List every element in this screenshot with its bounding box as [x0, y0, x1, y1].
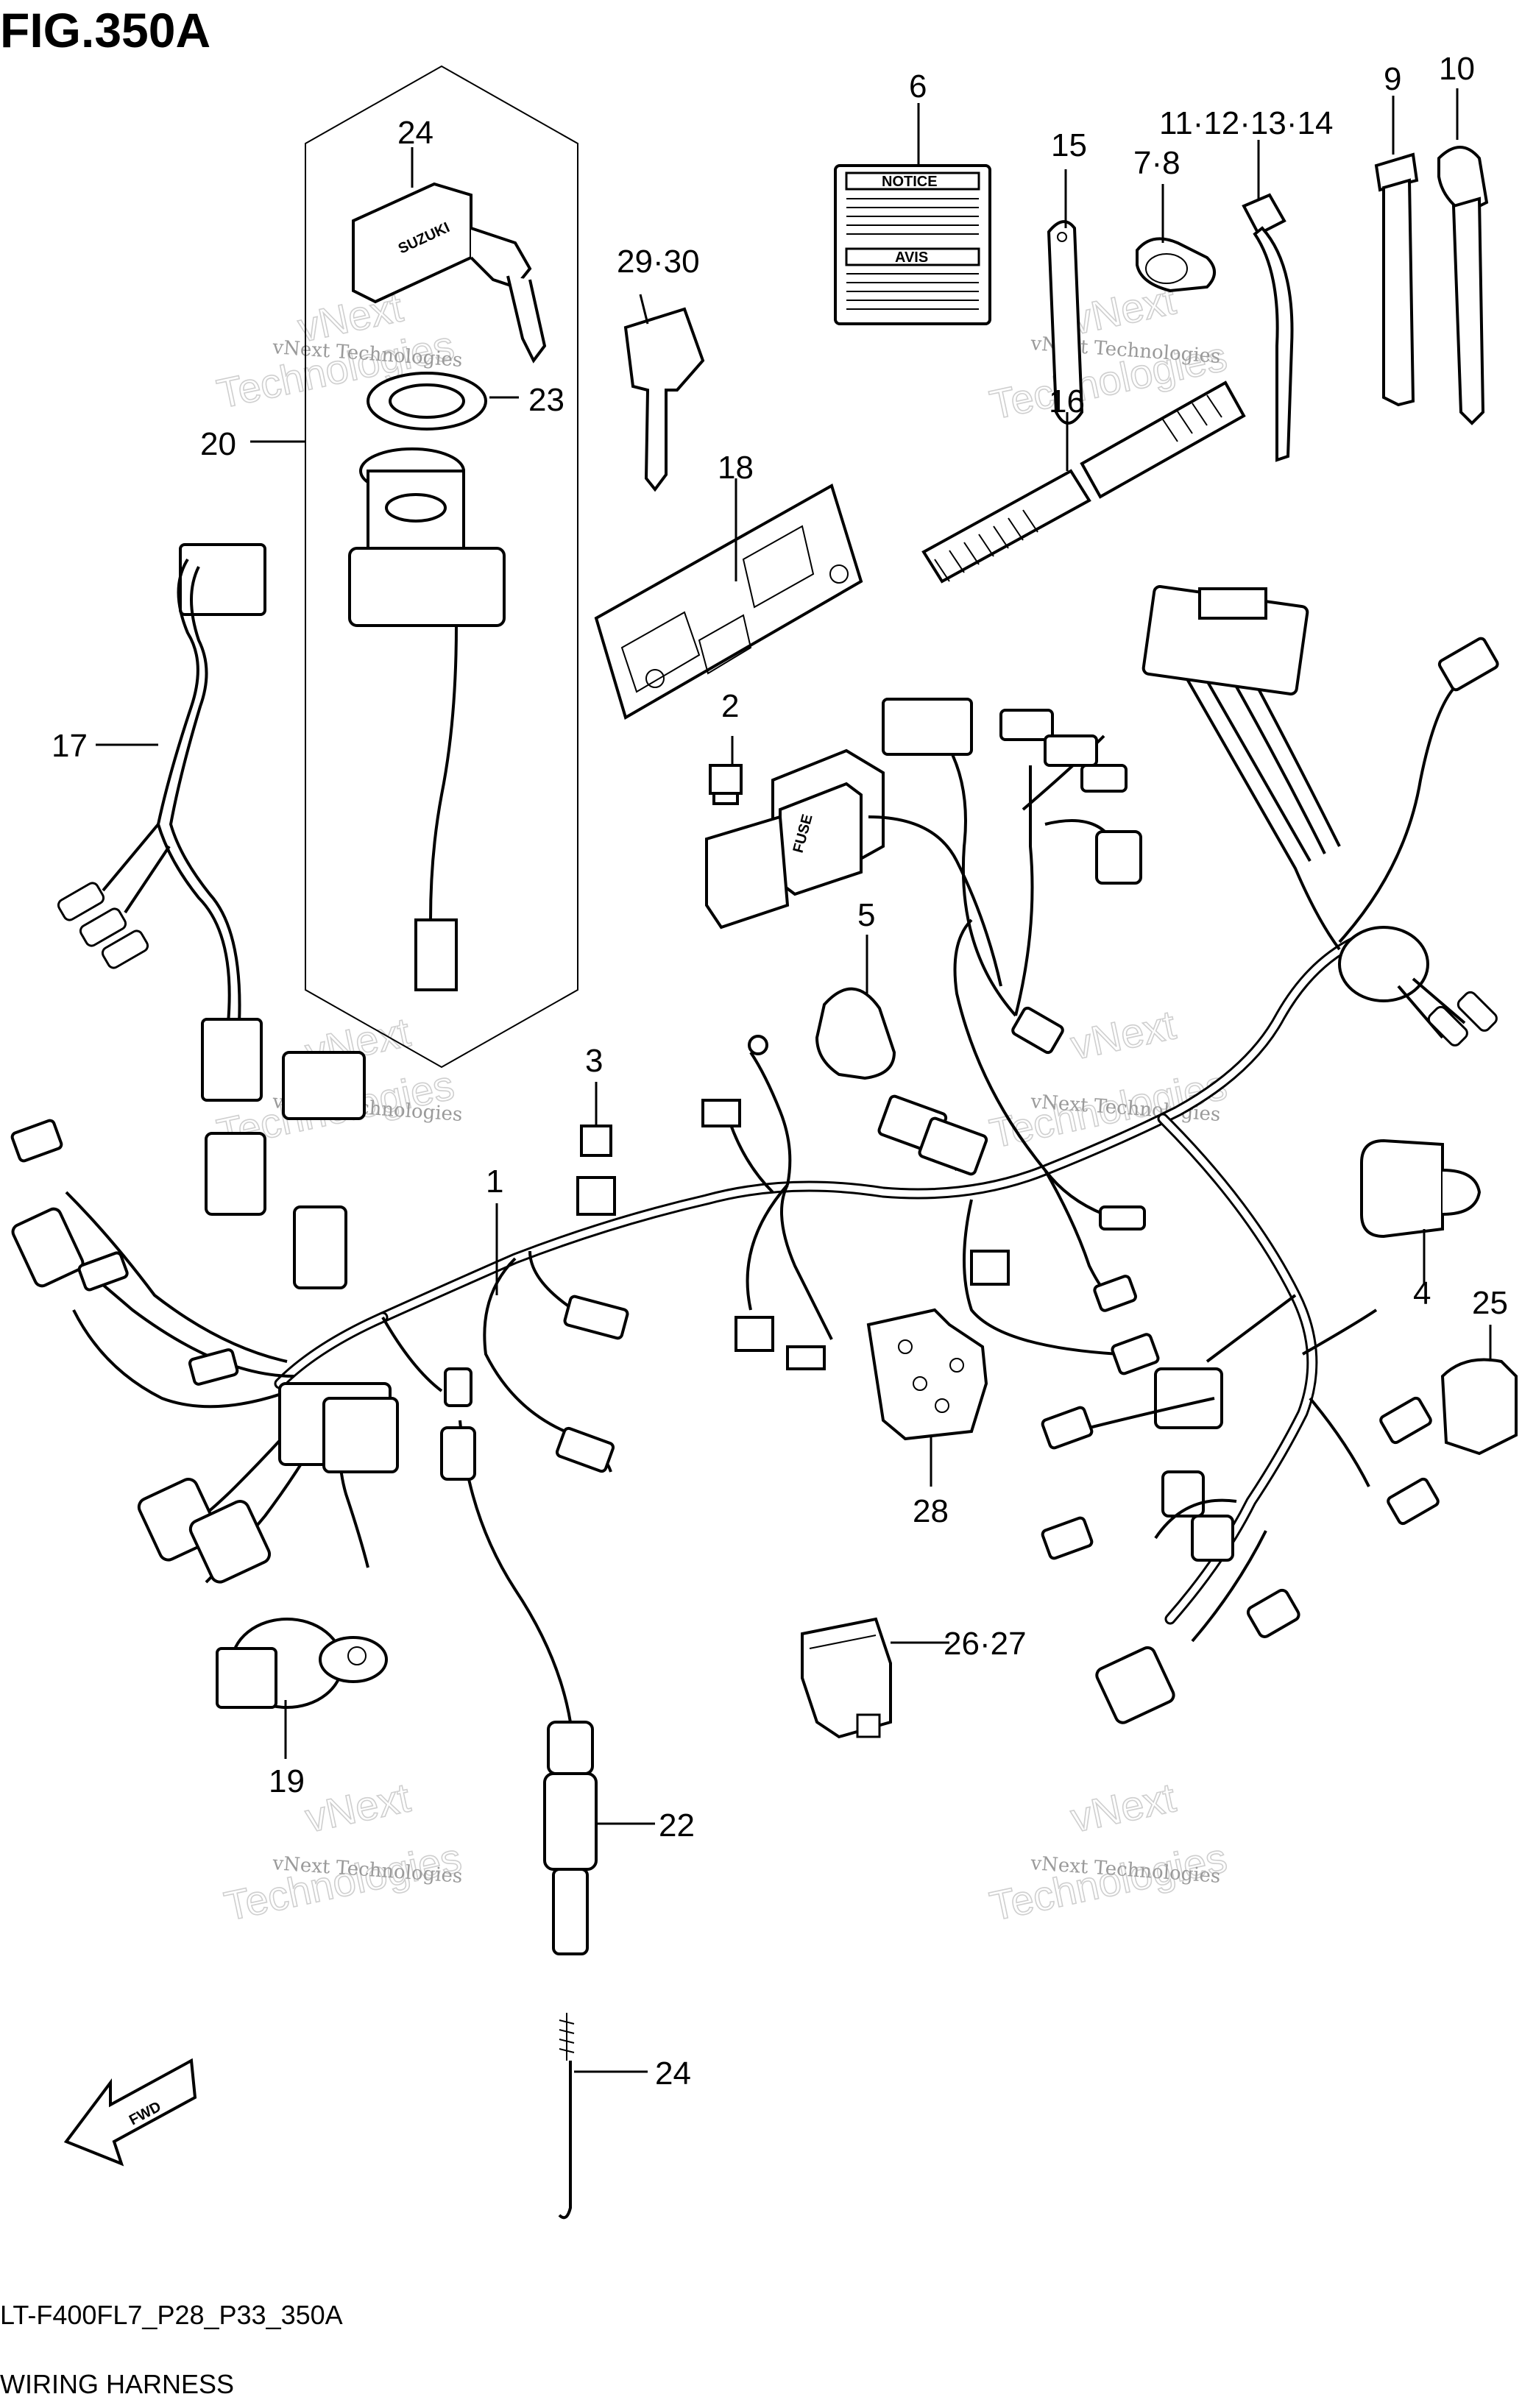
svg-text:vNext: vNext — [301, 1774, 414, 1841]
svg-text:vNext: vNext — [1066, 1774, 1180, 1841]
model-code: LT-F400FL7_P28_P33_350A — [0, 2300, 343, 2330]
harness-band-part — [1374, 152, 1419, 407]
sub-harness-part — [57, 543, 266, 1102]
callout-23: 22 — [659, 1807, 695, 1844]
fuse-part — [709, 764, 743, 805]
callout-10: 10 — [1439, 51, 1475, 87]
figure-title: FIG.350A — [0, 3, 210, 57]
protector-tube-part — [921, 380, 1246, 584]
callout-15: 15 — [1051, 127, 1087, 163]
key-blank-part — [623, 307, 705, 492]
watermark-bottom-left: vNext Technologies vNext Technologies — [220, 1773, 466, 1930]
harness-clamp-band-part — [1437, 146, 1489, 425]
figure-caption: WIRING HARNESS — [0, 2369, 234, 2399]
callout-11-14: 11·12·13·14 — [1159, 105, 1333, 141]
callout-7-8: 7·8 — [1133, 145, 1181, 181]
callout-22: 24 — [397, 115, 433, 151]
callout-28: 28 — [913, 1493, 949, 1529]
coupler-part — [801, 1617, 892, 1739]
main-harness-part — [10, 585, 1499, 1724]
clamp-part — [1136, 237, 1216, 293]
connector-cap-part — [1360, 1139, 1482, 1239]
switch-19-part — [216, 1618, 388, 1709]
notice-label-part: NOTICE AVIS — [834, 164, 991, 325]
ignition-key-cap-part: SUZUKI — [352, 182, 547, 364]
fuse-box-part: FUSE — [705, 748, 885, 929]
callout-26-27: 26·27 — [944, 1626, 1027, 1662]
callout-labels: 24 23 20 29·30 18 6 15 7·8 11·12·13·14 9… — [52, 51, 1508, 2092]
callout-6: 6 — [909, 68, 927, 105]
callout-3: 3 — [585, 1043, 603, 1079]
callout-18: 18 — [718, 450, 754, 486]
bracket-part — [594, 484, 863, 720]
callout-25: 25 — [1472, 1285, 1508, 1321]
callout-16: 16 — [1049, 383, 1085, 419]
bracket-plate-part — [866, 1308, 988, 1441]
fuse-box-cover-part — [815, 987, 896, 1080]
callout-9: 9 — [1384, 61, 1401, 97]
callout-19: 19 — [269, 1763, 305, 1799]
sensor-part — [459, 1420, 598, 1955]
callout-17: 17 — [52, 728, 88, 764]
fwd-direction-arrow: FWD — [63, 2058, 197, 2167]
callout-21: 23 — [528, 382, 564, 418]
callout-20: 20 — [200, 426, 236, 462]
callout-4: 4 — [1413, 1275, 1431, 1311]
clip-part — [1047, 220, 1084, 425]
callout-24-label: 24 — [655, 2055, 691, 2092]
svg-text:AVIS: AVIS — [895, 249, 928, 266]
callout-5: 5 — [857, 897, 875, 933]
callout-1: 1 — [486, 1164, 503, 1200]
callout-leaders — [96, 88, 1492, 2073]
spring-part — [558, 2013, 575, 2220]
callout-29-30: 29·30 — [617, 244, 700, 280]
ignition-switch-group-outline — [305, 65, 578, 1069]
cable-tie-long-part — [1242, 193, 1294, 462]
ignition-switch-body — [348, 447, 506, 991]
relay-25-part — [1440, 1358, 1518, 1456]
ring-nut-part — [367, 372, 487, 431]
svg-text:NOTICE: NOTICE — [882, 174, 938, 190]
relay-part — [576, 1125, 616, 1216]
watermark-bottom-right: vNext Technologies vNext Technologies — [985, 1773, 1231, 1930]
svg-text:vNext: vNext — [1066, 1001, 1180, 1068]
callout-2: 2 — [721, 688, 739, 724]
